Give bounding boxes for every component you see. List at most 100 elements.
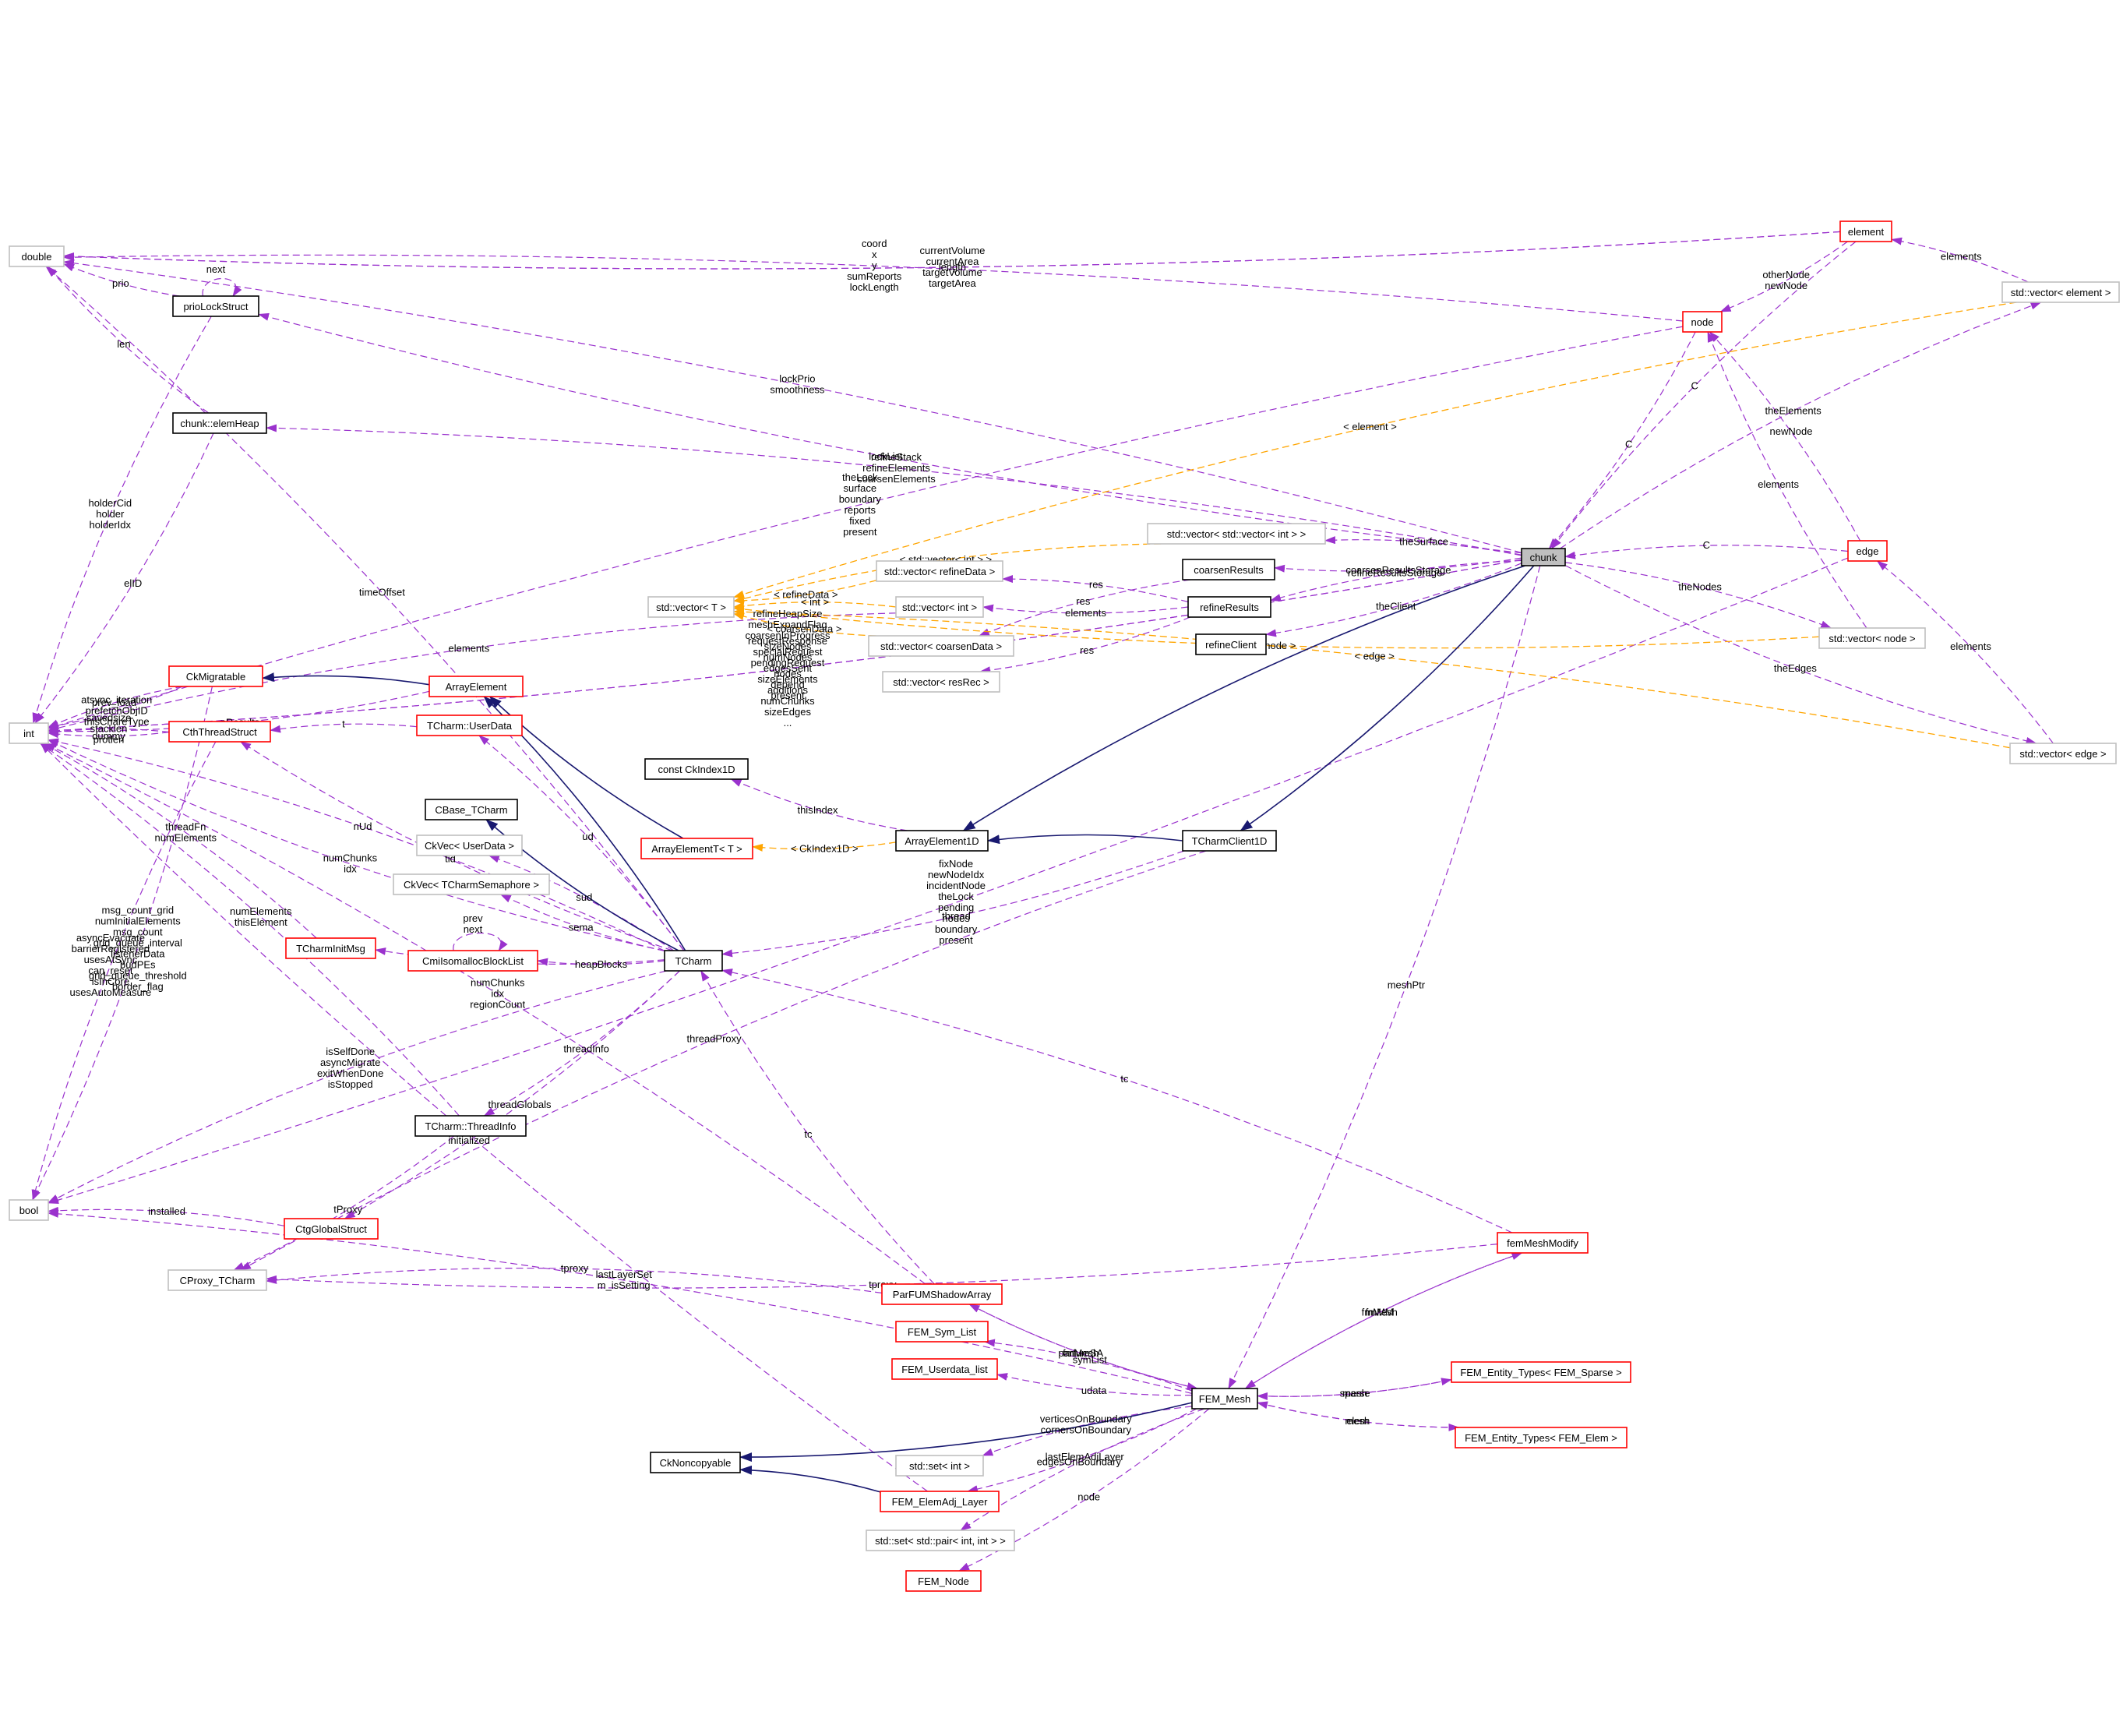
class-node-label: CBase_TCharm xyxy=(435,804,507,816)
class-node-setPair[interactable]: std::set< std::pair< int, int > > xyxy=(866,1530,1015,1551)
class-node-vecInt[interactable]: std::vector< int > xyxy=(895,596,984,618)
class-node-label: FEM_Mesh xyxy=(1199,1393,1250,1405)
class-node-CmiIsomalloc[interactable]: CmiIsomallocBlockList xyxy=(407,950,538,972)
class-node-label: TCharm::ThreadInfo xyxy=(425,1120,516,1132)
class-node-CkMigratable[interactable]: CkMigratable xyxy=(168,665,263,687)
class-node-FEMElemAdj[interactable]: FEM_ElemAdj_Layer xyxy=(880,1491,1000,1512)
edge-label: < element > xyxy=(1343,421,1397,432)
class-node-FEMElem[interactable]: FEM_Entity_Types< FEM_Elem > xyxy=(1455,1427,1628,1448)
class-node-label: ArrayElementT< T > xyxy=(651,843,742,855)
class-node-vecEdge[interactable]: std::vector< edge > xyxy=(2009,743,2117,764)
class-node-FEMNode[interactable]: FEM_Node xyxy=(905,1570,982,1592)
edge-label: theSurface xyxy=(1399,536,1448,548)
class-node-ArrayElement1D[interactable]: ArrayElement1D xyxy=(895,830,989,852)
edge-CkMigratable-to-int xyxy=(48,686,183,728)
class-node-label: const CkIndex1D xyxy=(658,764,735,775)
class-node-refineResults[interactable]: refineResults xyxy=(1187,596,1271,618)
class-node-label: coarsenResults xyxy=(1194,564,1264,576)
edge-label: newNode xyxy=(1770,425,1813,437)
class-node-prioLockStruct[interactable]: prioLockStruct xyxy=(172,295,259,317)
class-node-femMeshModify[interactable]: femMeshModify xyxy=(1497,1232,1589,1254)
class-node-vecCoarsenData[interactable]: std::vector< coarsenData > xyxy=(868,635,1014,657)
class-node-label: FEM_ElemAdj_Layer xyxy=(892,1496,988,1508)
class-node-label: CkMigratable xyxy=(186,671,246,683)
class-node-label: TCharm::UserData xyxy=(427,720,513,732)
edge-node-to-double xyxy=(63,253,1684,322)
class-node-label: TCharm xyxy=(675,955,712,967)
class-node-chunk[interactable]: chunk xyxy=(1521,548,1566,566)
class-node-setInt[interactable]: std::set< int > xyxy=(895,1455,984,1477)
class-node-FEMMesh[interactable]: FEM_Mesh xyxy=(1191,1388,1258,1410)
edge-ThreadInfo-to-int xyxy=(39,743,460,1117)
class-node-double[interactable]: double xyxy=(9,245,65,267)
class-node-CthThreadStruct[interactable]: CthThreadStruct xyxy=(168,721,271,743)
class-node-label: CthThreadStruct xyxy=(182,726,257,738)
class-node-vecVecInt[interactable]: std::vector< std::vector< int > > xyxy=(1147,523,1326,545)
edge-TCharmClient1D-to-CProxyTCharm xyxy=(240,850,1207,1271)
class-node-element[interactable]: element xyxy=(1839,221,1892,242)
class-node-vecRefineData[interactable]: std::vector< refineData > xyxy=(876,560,1003,582)
edge-label: < refineData > xyxy=(774,588,838,600)
class-node-edge[interactable]: edge xyxy=(1847,540,1888,562)
class-node-TCharmInitMsg[interactable]: TCharmInitMsg xyxy=(285,937,376,959)
class-node-label: CkNoncopyable xyxy=(660,1457,732,1469)
edge-vecNode-to-node xyxy=(1707,331,1867,629)
class-node-label: std::vector< node > xyxy=(1829,633,1915,644)
class-node-vecNode[interactable]: std::vector< node > xyxy=(1818,627,1926,649)
class-node-refineClient[interactable]: refineClient xyxy=(1195,633,1267,655)
class-node-elemHeap[interactable]: chunk::elemHeap xyxy=(172,412,267,434)
class-node-FEMSymList[interactable]: FEM_Sym_List xyxy=(895,1321,989,1343)
class-node-label: chunk::elemHeap xyxy=(180,418,259,429)
class-node-label: edge xyxy=(1857,545,1879,557)
class-node-bool[interactable]: bool xyxy=(9,1199,49,1221)
edge-node-to-int xyxy=(48,326,1684,729)
class-node-CProxyTCharm[interactable]: CProxy_TCharm xyxy=(168,1269,267,1291)
class-node-vecElement[interactable]: std::vector< element > xyxy=(2001,281,2120,303)
class-node-int[interactable]: int xyxy=(9,722,49,744)
class-node-stdvectorT[interactable]: std::vector< T > xyxy=(647,596,735,618)
edge-label: mesh xyxy=(1342,1388,1367,1399)
edge-ParFUMShadowArray-to-CProxyTCharm xyxy=(266,1267,883,1294)
edge-label: fmMesh xyxy=(1063,1347,1099,1359)
edge-ParFUMShadowArray-to-int xyxy=(44,743,926,1285)
class-node-label: CProxy_TCharm xyxy=(180,1275,256,1286)
edge-label: C xyxy=(1691,379,1698,391)
class-node-ArrayElementT[interactable]: ArrayElementT< T > xyxy=(640,838,753,859)
edge-label: timeOffset xyxy=(359,587,405,598)
class-node-label: CmiIsomallocBlockList xyxy=(422,955,524,967)
class-node-ArrayElement[interactable]: ArrayElement xyxy=(428,676,524,697)
class-node-label: CkVec< TCharmSemaphore > xyxy=(404,879,539,891)
class-node-CkNoncopyable[interactable]: CkNoncopyable xyxy=(650,1452,741,1473)
class-node-TCharm[interactable]: TCharm xyxy=(664,950,723,972)
class-node-CBaseTCharm[interactable]: CBase_TCharm xyxy=(425,799,518,820)
class-node-CtgGlobalStruct[interactable]: CtgGlobalStruct xyxy=(284,1218,379,1240)
class-node-vecResRec[interactable]: std::vector< resRec > xyxy=(882,671,1000,693)
class-node-label: TCharmClient1D xyxy=(1192,835,1268,847)
edge-label: C xyxy=(1625,439,1632,450)
edge-chunk-to-vecNode xyxy=(1564,562,1832,629)
class-node-CkVecSemaphore[interactable]: CkVec< TCharmSemaphore > xyxy=(393,873,550,895)
class-node-constCkIndex1D[interactable]: const CkIndex1D xyxy=(644,758,749,780)
edge-vecElement-to-stdvectorT xyxy=(733,302,2017,598)
class-node-ThreadInfo[interactable]: TCharm::ThreadInfo xyxy=(414,1115,527,1137)
edge-refineResults-to-vecResRec xyxy=(979,616,1191,675)
class-node-node[interactable]: node xyxy=(1682,311,1723,333)
edge-label: dummy xyxy=(92,730,125,742)
edge-vecRefineData-to-stdvectorT xyxy=(733,580,877,605)
class-node-FEMUserdataList[interactable]: FEM_Userdata_list xyxy=(891,1358,998,1380)
class-node-ParFUMShadowArray[interactable]: ParFUMShadowArray xyxy=(881,1283,1003,1305)
class-node-coarsenResults[interactable]: coarsenResults xyxy=(1182,559,1275,580)
class-node-label: CtgGlobalStruct xyxy=(295,1223,367,1235)
class-node-FEMSparse[interactable]: FEM_Entity_Types< FEM_Sparse > xyxy=(1451,1361,1631,1383)
class-node-CkVecUserData[interactable]: CkVec< UserData > xyxy=(416,834,523,856)
edge-label: parfumSA xyxy=(1058,1347,1103,1359)
edge-elemHeap-to-int xyxy=(34,432,214,724)
class-node-TCharmClient1D[interactable]: TCharmClient1D xyxy=(1182,830,1277,852)
class-node-TCharmUserData[interactable]: TCharm::UserData xyxy=(416,715,523,736)
